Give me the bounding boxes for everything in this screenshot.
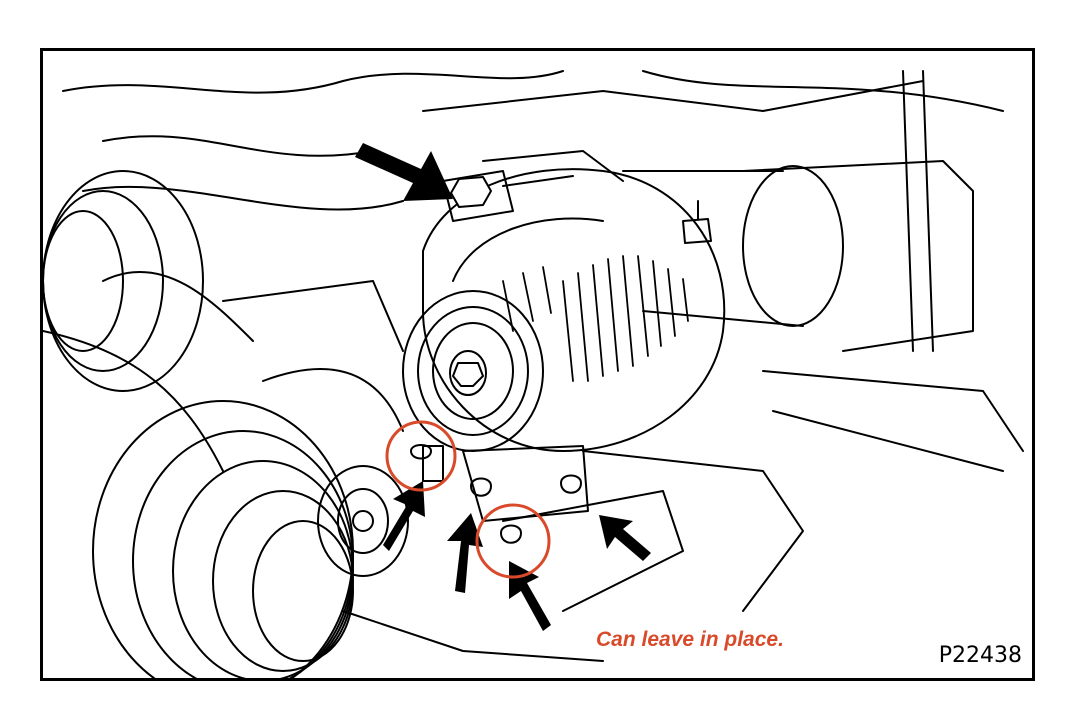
pointer-arrow-icon [383, 481, 425, 551]
highlight-circle-icon [475, 503, 551, 579]
alternator-line-drawing [43, 70, 1024, 678]
lower-bracket [410, 444, 589, 544]
pointer-arrow-icon [447, 513, 483, 593]
pointer-arrows [355, 143, 651, 631]
highlight-circle-icon [385, 420, 457, 492]
highlight-circles [385, 420, 551, 579]
crank-pulley [92, 400, 354, 678]
cylinder-part [622, 165, 844, 327]
pointer-arrow-icon [599, 515, 651, 561]
pointer-arrow-icon [509, 561, 551, 631]
alternator [402, 150, 726, 452]
figure-id-label: P22438 [938, 643, 1022, 668]
annotation-caption: Can leave in place. [596, 628, 784, 651]
pointer-arrow-icon [355, 143, 453, 201]
idler-pulley [317, 465, 409, 577]
upper-bolt [442, 170, 574, 222]
engine-background-lines [43, 70, 1024, 662]
upper-pulley [43, 170, 204, 392]
diagram-frame: Can leave in place. P22438 [40, 48, 1035, 681]
